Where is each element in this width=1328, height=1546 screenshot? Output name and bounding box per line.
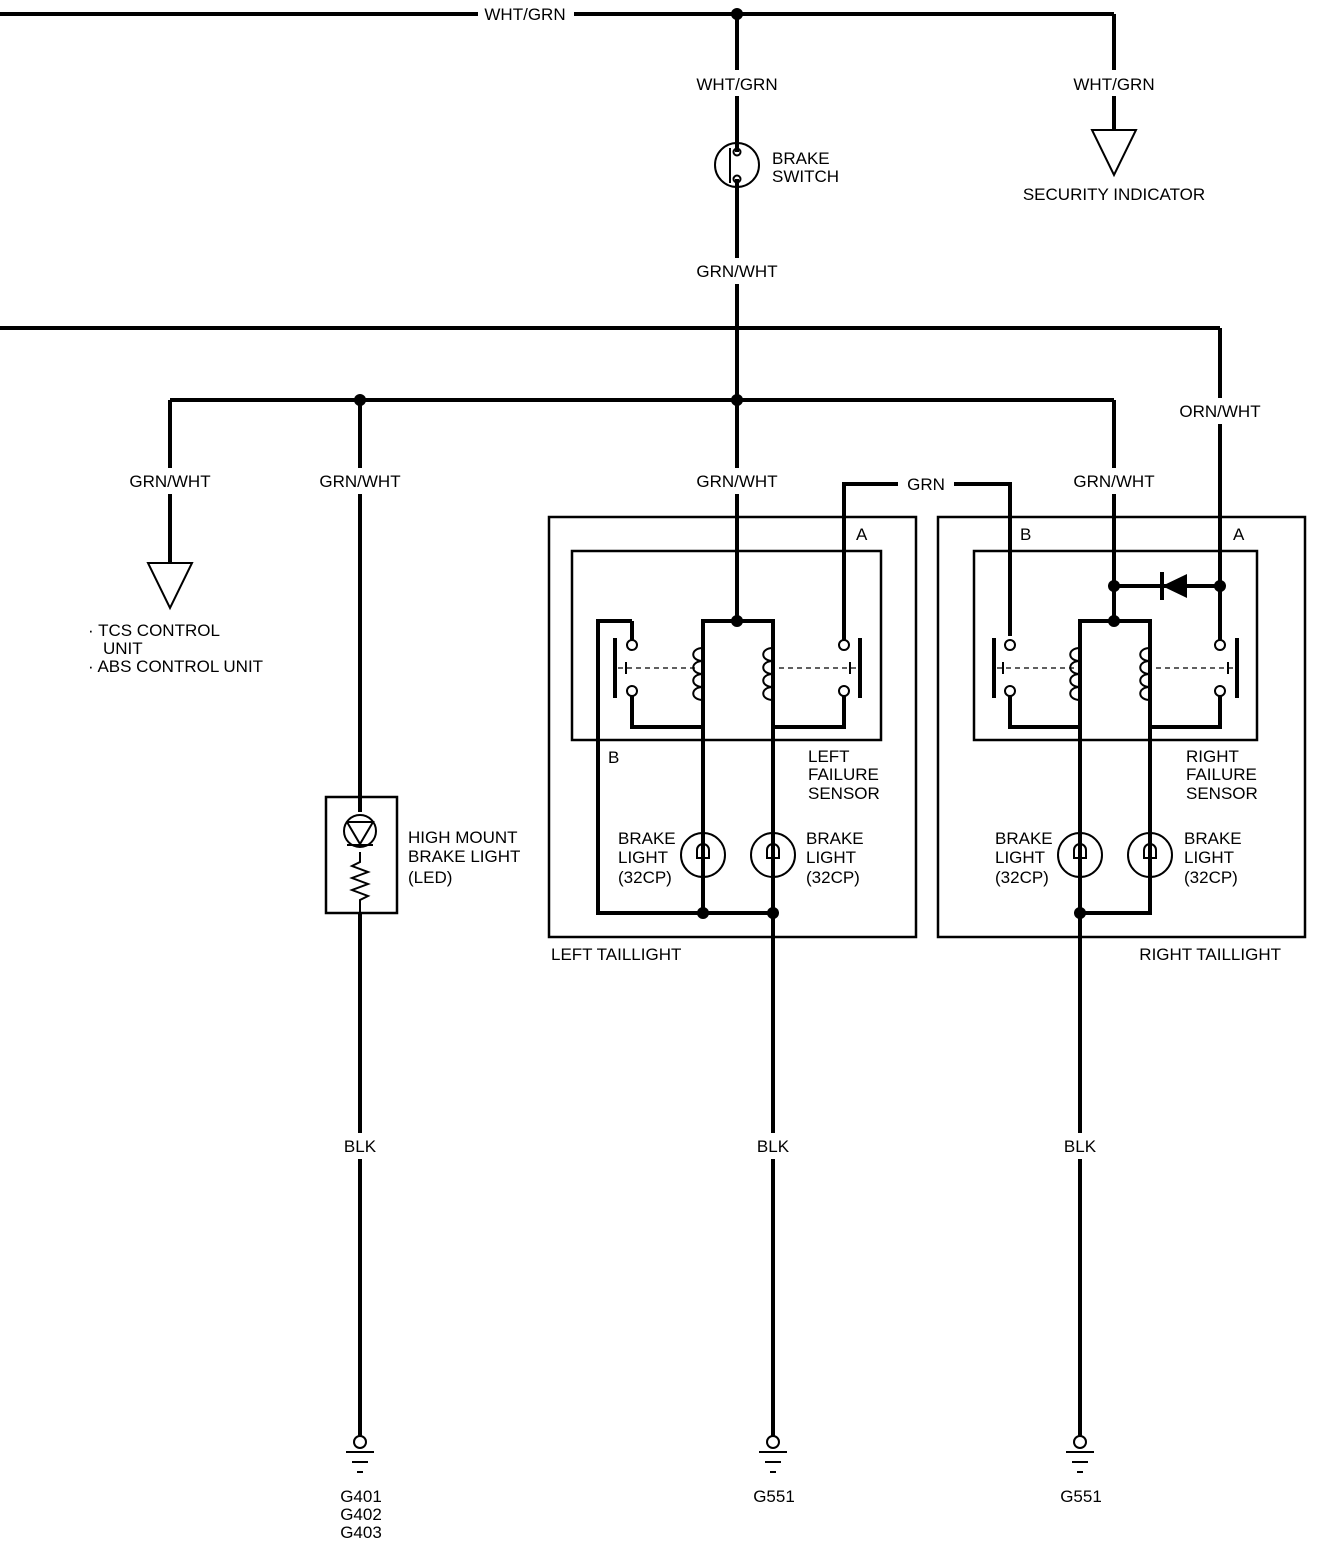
brake-bulb-icon — [680, 832, 726, 878]
ground-left: G551 — [753, 1435, 795, 1506]
ground-right: G551 — [1060, 1435, 1102, 1506]
right-failure-sensor-box — [972, 549, 1259, 742]
left-bulb2-label-3: (32CP) — [806, 868, 860, 887]
wire-label-to-tcs-abs: GRN/WHT — [129, 472, 210, 491]
ground-high-mount: G401 G402 G403 — [340, 1435, 382, 1542]
left-sensor-label-3: SENSOR — [808, 784, 880, 803]
brake-bulb-icon — [750, 832, 796, 878]
wire-label-ground-left: BLK — [757, 1137, 790, 1156]
right-bulb1-label-2: LIGHT — [995, 848, 1045, 867]
brake-switch-circuit: WHT/GRN BRAKE SWITCH GRN/WHT — [696, 14, 839, 400]
ground-label-g551-left: G551 — [753, 1487, 795, 1506]
left-sensor-label-1: LEFT — [808, 747, 850, 766]
right-taillight: GRN/WHT B A — [936, 400, 1307, 1436]
security-indicator: WHT/GRN SECURITY INDICATOR — [1023, 75, 1205, 204]
left-sensor-label-2: FAILURE — [808, 765, 879, 784]
reed-switch-icon — [1214, 638, 1239, 698]
brake-bulb-icon — [1127, 832, 1173, 878]
left-bulb1-label-1: BRAKE — [618, 829, 676, 848]
control-units-label-1: · TCS CONTROL — [88, 621, 220, 640]
wire-label-sensor-link: GRN — [907, 475, 945, 494]
left-taillight-title: LEFT TAILLIGHT — [551, 945, 681, 964]
left-bulb2-label-1: BRAKE — [806, 829, 864, 848]
led-icon — [343, 814, 377, 848]
high-mount-branch: GRN/WHT HIGH MOUNT BRAKE LIGHT (LED) BLK — [319, 400, 520, 1436]
left-terminal-a: A — [856, 525, 868, 544]
left-taillight-housing — [547, 515, 918, 939]
resistor-icon — [349, 852, 371, 912]
wire-label-to-right-taillight: GRN/WHT — [1073, 472, 1154, 491]
brake-switch-icon — [714, 142, 760, 188]
right-bulb2-label-3: (32CP) — [1184, 868, 1238, 887]
ground-icon — [759, 1435, 787, 1473]
ground-icon — [1066, 1435, 1094, 1473]
security-indicator-label: SECURITY INDICATOR — [1023, 185, 1205, 204]
left-bulb2-label-2: LIGHT — [806, 848, 856, 867]
wire-label-to-brake-switch: WHT/GRN — [696, 75, 777, 94]
left-taillight: GRN/WHT GRN A B — [547, 400, 1012, 1436]
right-terminal-a: A — [1233, 525, 1245, 544]
wire-label-to-security-indicator: WHT/GRN — [1073, 75, 1154, 94]
indicator-bus: ORN/WHT — [0, 326, 1261, 586]
right-sensor-label-3: SENSOR — [1186, 784, 1258, 803]
ground-label-g551-right: G551 — [1060, 1487, 1102, 1506]
left-bulb1-label-3: (32CP) — [618, 868, 672, 887]
diode-icon — [1160, 572, 1187, 600]
wire-label-ground-right: BLK — [1064, 1137, 1097, 1156]
wire-label-to-left-taillight: GRN/WHT — [696, 472, 777, 491]
brake-bulb-icon — [1057, 832, 1103, 878]
distribution-bus — [170, 394, 1114, 406]
brake-switch-label-2: SWITCH — [772, 167, 839, 186]
wire-label-to-high-mount: GRN/WHT — [319, 472, 400, 491]
wire-label-indicator-feed: ORN/WHT — [1179, 402, 1260, 421]
connector-arrow-icon — [1090, 129, 1138, 178]
high-mount-label-3: (LED) — [408, 868, 452, 887]
ground-label-g402: G402 — [340, 1505, 382, 1524]
ground-icon — [346, 1435, 374, 1473]
high-mount-label-2: BRAKE LIGHT — [408, 847, 520, 866]
right-terminal-b: B — [1020, 525, 1031, 544]
right-bulb2-label-2: LIGHT — [1184, 848, 1234, 867]
left-terminal-b: B — [608, 748, 619, 767]
right-bulb1-label-3: (32CP) — [995, 868, 1049, 887]
ground-label-g401: G401 — [340, 1487, 382, 1506]
control-units-branch: GRN/WHT · TCS CONTROL UNIT · ABS CONTROL… — [88, 400, 263, 676]
wire-label-ground-high-mount: BLK — [344, 1137, 377, 1156]
right-taillight-title: RIGHT TAILLIGHT — [1139, 945, 1281, 964]
brake-switch-label-1: BRAKE — [772, 149, 830, 168]
connector-arrow-icon — [146, 562, 194, 611]
top-bus: WHT/GRN — [0, 5, 1116, 130]
ground-label-g403: G403 — [340, 1523, 382, 1542]
right-sensor-label-2: FAILURE — [1186, 765, 1257, 784]
right-sensor-label-1: RIGHT — [1186, 747, 1239, 766]
right-taillight-housing — [936, 515, 1307, 939]
left-failure-sensor-box — [570, 549, 883, 742]
wire-label-from-brake-switch: GRN/WHT — [696, 262, 777, 281]
right-bulb1-label-1: BRAKE — [995, 829, 1053, 848]
control-units-label-2: UNIT — [103, 639, 143, 658]
high-mount-label-1: HIGH MOUNT — [408, 828, 518, 847]
wire-label-top-bus: WHT/GRN — [484, 5, 565, 24]
right-bulb2-label-1: BRAKE — [1184, 829, 1242, 848]
control-units-label-3: · ABS CONTROL UNIT — [88, 657, 263, 676]
left-bulb1-label-2: LIGHT — [618, 848, 668, 867]
